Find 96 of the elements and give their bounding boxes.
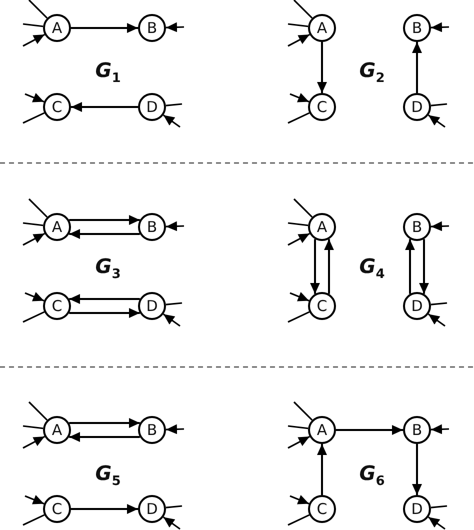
arrow	[430, 221, 450, 232]
arrow	[162, 313, 180, 327]
arrow	[22, 436, 45, 449]
node-circle: C	[308, 495, 336, 523]
line	[22, 514, 45, 526]
line	[22, 23, 44, 28]
arrow	[290, 92, 310, 102]
line	[293, 198, 313, 218]
node-circle: C	[308, 292, 336, 320]
line	[22, 311, 45, 323]
line	[22, 222, 44, 226]
node-circle: A	[308, 14, 336, 42]
node-circle: C	[43, 495, 71, 523]
line	[166, 505, 182, 508]
line	[166, 302, 182, 306]
arrow	[290, 292, 310, 302]
arrow	[405, 239, 415, 294]
arrow	[336, 425, 403, 435]
node-circle: C	[308, 93, 336, 121]
arrow	[69, 432, 140, 442]
line	[430, 103, 448, 106]
graph-label: G$_{3}$	[95, 254, 121, 282]
arrow	[69, 215, 140, 225]
line	[430, 302, 448, 306]
arrow	[430, 424, 450, 434]
arrow	[419, 239, 429, 294]
arrow	[71, 23, 138, 33]
arrow	[324, 239, 334, 294]
arrow	[24, 92, 44, 102]
node-circle: B	[138, 213, 166, 241]
node-circle: B	[403, 14, 431, 42]
arrow	[430, 22, 450, 32]
graph-label: G$_{1}$	[95, 58, 121, 86]
graph-label: G$_{6}$	[359, 461, 385, 489]
node-circle: D	[403, 93, 431, 121]
line	[293, 0, 313, 19]
arrow	[412, 42, 422, 93]
line	[293, 401, 313, 421]
arrow	[69, 294, 140, 304]
line	[28, 0, 48, 19]
node-circle: A	[43, 416, 71, 444]
line	[288, 425, 308, 430]
line	[22, 112, 45, 124]
arrow	[24, 494, 44, 504]
node-circle: B	[138, 14, 166, 42]
arrow	[22, 232, 45, 246]
graph-label: G$_{5}$	[95, 461, 121, 489]
arrow	[317, 444, 327, 495]
arrow	[288, 232, 310, 246]
arrow	[69, 229, 140, 239]
arrow	[290, 494, 310, 504]
line	[28, 401, 48, 421]
arrow	[317, 42, 327, 93]
arrow	[166, 424, 184, 434]
line	[288, 514, 310, 526]
line	[288, 311, 310, 323]
node-circle: A	[308, 416, 336, 444]
graph-label: G$_{2}$	[359, 58, 385, 86]
arrow	[24, 292, 44, 302]
line	[288, 23, 308, 28]
arrow	[22, 34, 45, 47]
arrow	[428, 313, 446, 327]
line	[22, 425, 44, 430]
node-circle: D	[138, 93, 166, 121]
arrow	[428, 114, 446, 128]
line	[28, 198, 48, 218]
arrow	[288, 436, 310, 449]
line	[430, 505, 448, 508]
node-circle: D	[138, 495, 166, 523]
arrow	[71, 102, 138, 112]
graph-label: G$_{4}$	[359, 254, 385, 282]
node-circle: B	[138, 416, 166, 444]
node-circle: B	[403, 416, 431, 444]
arrow	[162, 516, 180, 530]
line	[288, 222, 308, 226]
arrow	[166, 221, 184, 232]
node-circle: D	[403, 292, 431, 320]
node-circle: A	[43, 213, 71, 241]
arrow	[69, 418, 140, 428]
node-circle: A	[43, 14, 71, 42]
arrow	[412, 444, 422, 495]
line	[288, 112, 310, 124]
node-circle: B	[403, 213, 431, 241]
node-circle: D	[403, 495, 431, 523]
arrow	[288, 34, 310, 47]
arrow	[71, 504, 138, 514]
arrow	[162, 114, 180, 128]
node-circle: A	[308, 213, 336, 241]
arrow	[310, 239, 320, 294]
arrow	[166, 22, 184, 32]
line	[166, 103, 182, 106]
node-circle: C	[43, 93, 71, 121]
arrow	[428, 516, 446, 530]
arrow	[69, 308, 140, 318]
node-circle: C	[43, 292, 71, 320]
node-circle: D	[138, 292, 166, 320]
